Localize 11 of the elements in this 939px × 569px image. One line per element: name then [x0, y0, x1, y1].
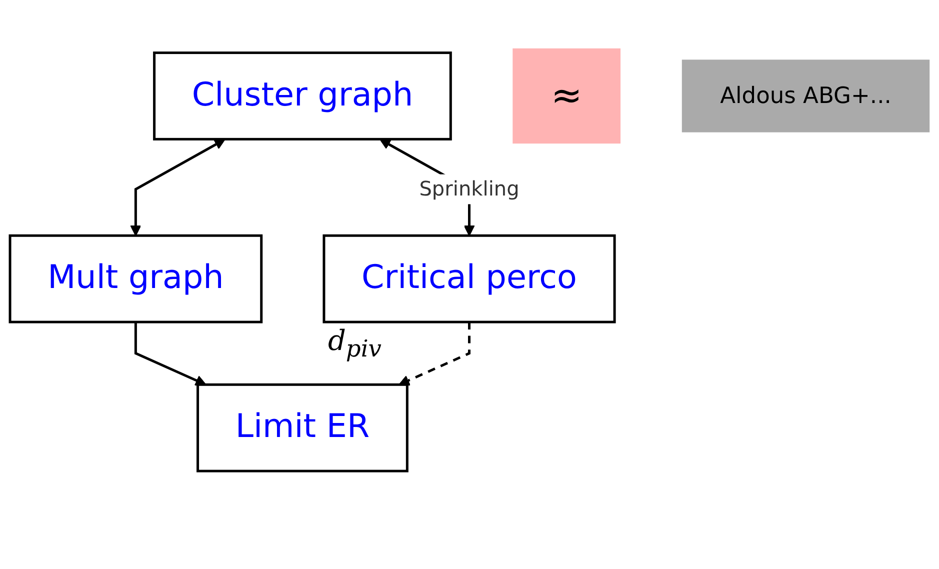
node-box: Limit ER [196, 383, 408, 472]
arrow [134, 322, 206, 386]
node-box: Mult graph [8, 234, 263, 324]
edge-label: Sprinkling [419, 176, 520, 201]
node-annotation: d$_{piv}$ [328, 326, 382, 362]
node-box: Aldous ABG+... [682, 60, 930, 132]
node-box: Critical perco [322, 234, 616, 324]
arrow [130, 138, 226, 236]
arrow [398, 322, 471, 386]
node-box: Cluster graph [153, 52, 452, 140]
node-box: ≈ [512, 48, 621, 144]
